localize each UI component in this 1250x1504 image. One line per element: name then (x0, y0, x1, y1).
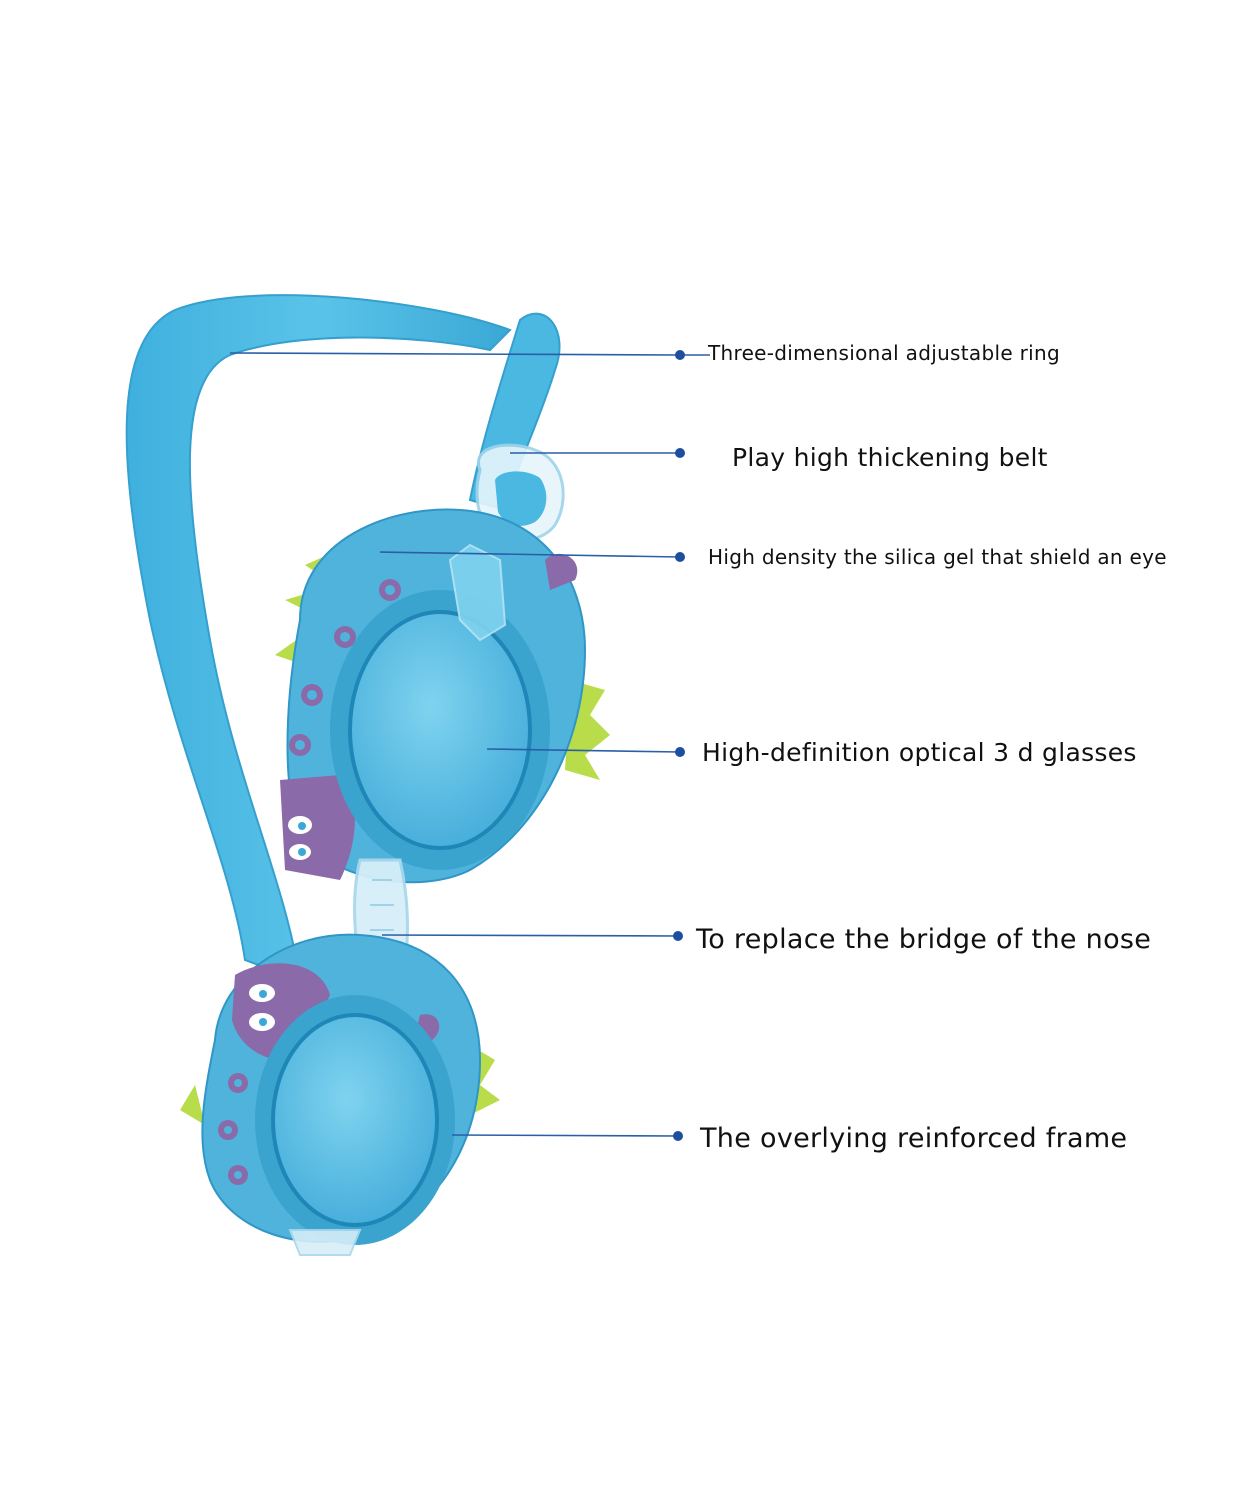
callout-label-thickening-belt: Play high thickening belt (732, 443, 1048, 472)
leader-line-nose-bridge (381, 934, 679, 937)
upper-eyecup (275, 508, 610, 884)
callout-label-reinforced-frame: The overlying reinforced frame (700, 1123, 1128, 1154)
leader-line-silica-gel-shield (379, 551, 681, 558)
strap (125, 294, 512, 982)
leader-dot-thickening-belt (675, 448, 685, 458)
callout-label-silica-gel-shield: High density the silica gel that shield … (708, 545, 1167, 569)
leader-line-reinforced-frame (451, 1134, 679, 1137)
lower-eyecup (180, 933, 500, 1256)
leader-line-adjustable-ring (229, 352, 681, 356)
callout-label-optical-glasses: High-definition optical 3 d glasses (702, 738, 1137, 767)
leader-line-optical-glasses (486, 748, 681, 753)
callout-label-adjustable-ring: Three-dimensional adjustable ring (708, 341, 1060, 365)
leader-dot-nose-bridge (673, 931, 683, 941)
leader-dot-silica-gel-shield (675, 552, 685, 562)
leader-dot-reinforced-frame (673, 1131, 683, 1141)
leader-dot-adjustable-ring (675, 350, 685, 360)
leader-dot-optical-glasses (675, 747, 685, 757)
callout-label-nose-bridge: To replace the bridge of the nose (696, 924, 1152, 955)
leader-lines (229, 350, 710, 1141)
